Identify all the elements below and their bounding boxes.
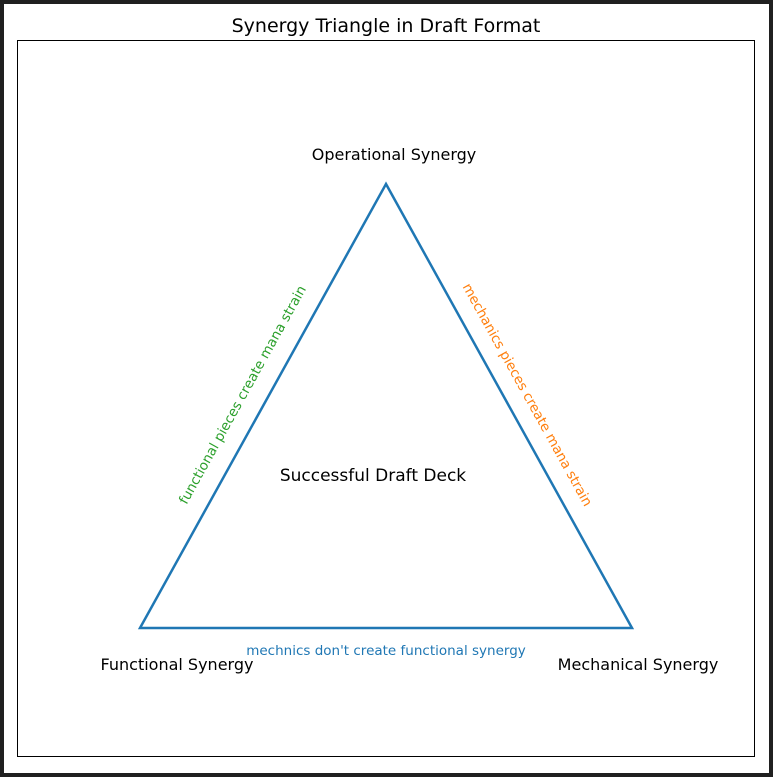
vertex-label-mechanical: Mechanical Synergy	[558, 655, 719, 674]
edge-label-right: mechanics pieces create mana strain	[459, 281, 595, 510]
vertex-label-operational: Operational Synergy	[312, 145, 477, 164]
synergy-triangle	[137, 181, 635, 630]
edge-label-bottom: mechnics don't create functional synergy	[246, 643, 526, 659]
diagram-title: Synergy Triangle in Draft Format	[232, 15, 541, 37]
vertex-label-functional: Functional Synergy	[101, 655, 254, 674]
center-label: Successful Draft Deck	[280, 466, 466, 486]
axes-border	[17, 40, 755, 757]
